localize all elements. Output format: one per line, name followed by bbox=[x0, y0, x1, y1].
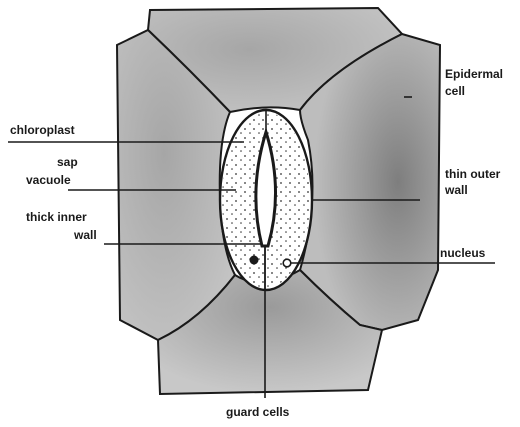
label-chloroplast: chloroplast bbox=[10, 123, 75, 137]
nucleus-right bbox=[283, 259, 291, 267]
label-thin-outer-wall-line1: thin outer bbox=[445, 167, 501, 181]
label-epidermal-cell-line2: cell bbox=[445, 84, 465, 98]
label-sap-vacuole-line1: sap bbox=[57, 155, 78, 169]
label-thin-outer-wall-line2: wall bbox=[444, 183, 468, 197]
nucleus-left bbox=[250, 256, 259, 265]
label-epidermal-cell-line1: Epidermal bbox=[445, 67, 503, 81]
label-sap-vacuole-line2: vacuole bbox=[26, 173, 71, 187]
label-nucleus: nucleus bbox=[440, 246, 486, 260]
label-thick-inner-wall-line2: wall bbox=[73, 228, 97, 242]
label-thick-inner-wall-line1: thick inner bbox=[26, 210, 87, 224]
label-guard-cells: guard cells bbox=[226, 405, 290, 419]
